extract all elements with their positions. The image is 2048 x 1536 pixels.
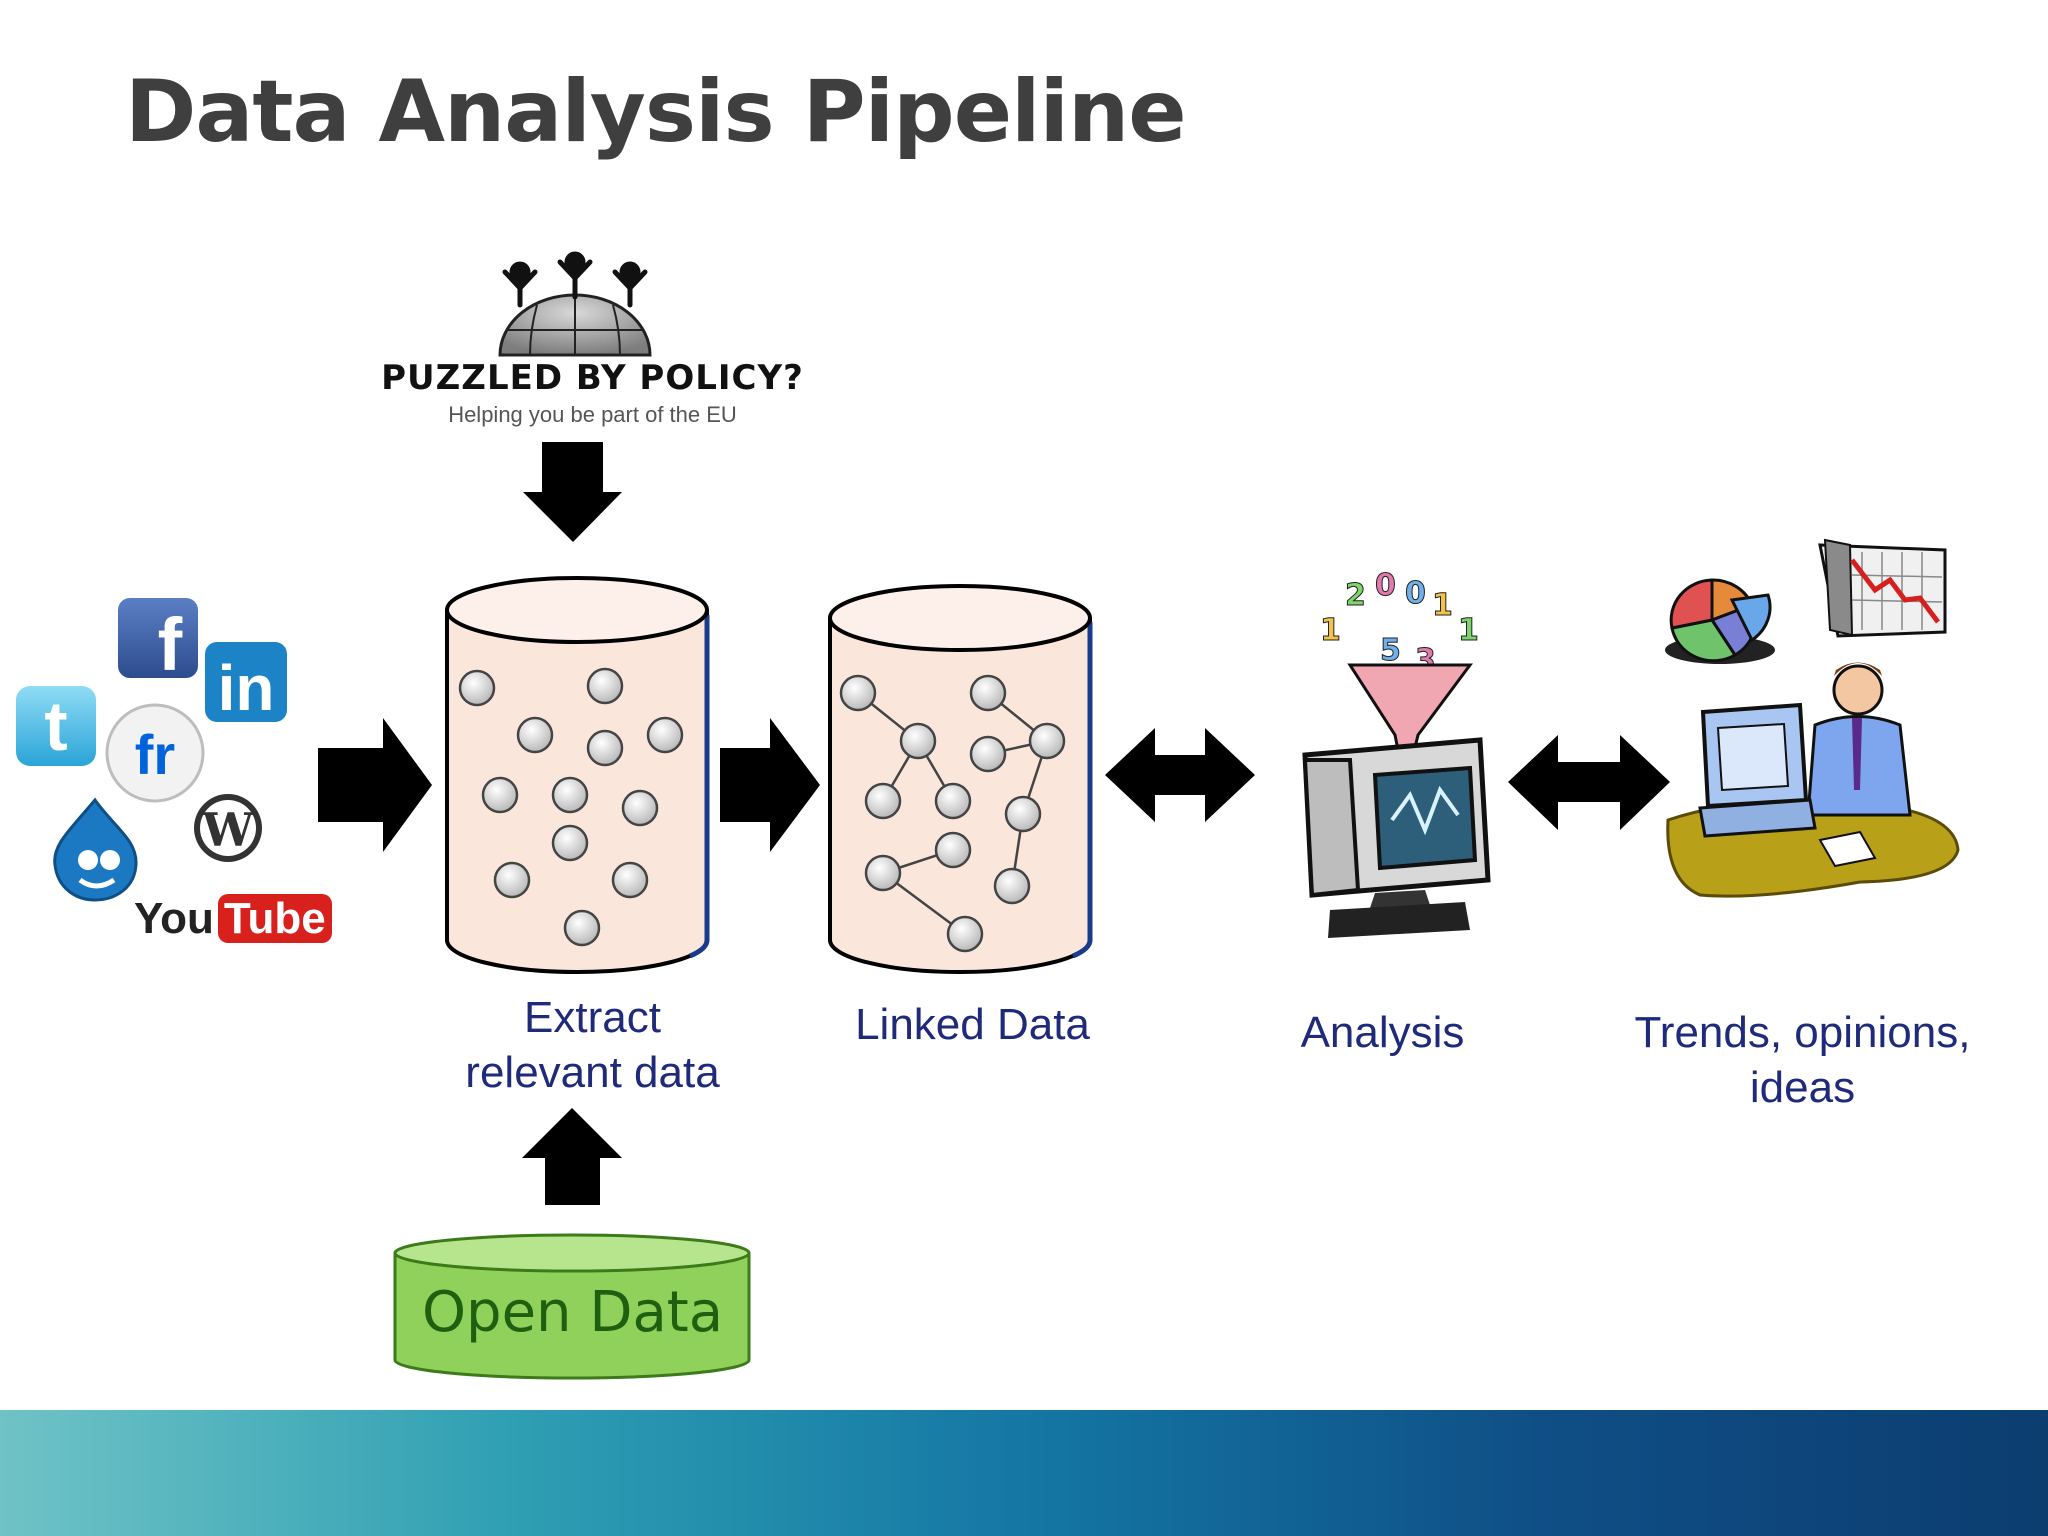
open-data-label: Open Data: [421, 1280, 724, 1345]
analysis-label: Analysis: [1300, 1008, 1465, 1057]
linked-cylinder: [828, 584, 1093, 974]
arrow-right-2: [720, 718, 820, 852]
extract-cylinder: [445, 576, 710, 974]
arrow-double-1: [1105, 728, 1255, 822]
social-icons: f in t fr W: [16, 598, 287, 902]
analysis-computer-icon: 1 2 0 0 1 1 5 3: [1302, 568, 1491, 938]
arrows: [318, 442, 1670, 1205]
line-chart-icon: [1818, 538, 1947, 638]
linkedin-icon: in: [205, 642, 287, 724]
slide-title: Data Analysis Pipeline: [125, 62, 1187, 162]
arrow-up: [522, 1108, 622, 1205]
policy-logo-name: PUZZLED BY POLICY?: [381, 358, 804, 398]
svg-text:0: 0: [1375, 568, 1396, 603]
svg-text:2: 2: [1345, 578, 1366, 613]
footer-band: [0, 1410, 2048, 1536]
wordpress-icon: W: [194, 794, 262, 862]
arrow-right-1: [318, 718, 432, 852]
svg-text:0: 0: [1405, 576, 1426, 611]
svg-text:5: 5: [1380, 633, 1401, 668]
svg-text:1: 1: [1458, 613, 1479, 648]
svg-text:fr: fr: [135, 723, 175, 786]
svg-text:1: 1: [1432, 588, 1453, 623]
person-at-desk-icon: [1666, 662, 1960, 898]
data-nodes: [458, 667, 684, 947]
youtube-tube: Tube: [217, 894, 332, 943]
linked-data-label: Linked Data: [855, 1000, 1090, 1049]
facebook-icon: f: [118, 598, 198, 686]
arrow-down: [523, 442, 622, 542]
policy-logo-graphic: [498, 251, 652, 357]
svg-text:in: in: [218, 652, 275, 724]
pie-chart-icon: [1665, 578, 1775, 664]
open-data-cylinder: [393, 1233, 751, 1380]
flickr-icon: fr: [105, 703, 205, 803]
drupal-icon: [53, 797, 138, 902]
svg-text:W: W: [201, 803, 255, 857]
twitter-icon: t: [16, 686, 96, 766]
link-nodes: [839, 674, 1066, 953]
trends-label: Trends, opinions, ideas: [1634, 1008, 1971, 1112]
arrow-double-2: [1508, 735, 1670, 830]
youtube-you: You: [134, 894, 214, 943]
svg-text:f: f: [158, 603, 183, 686]
policy-logo-tagline: Helping you be part of the EU: [448, 402, 737, 427]
svg-text:1: 1: [1320, 613, 1341, 648]
extract-label: Extract relevant data: [465, 993, 720, 1097]
svg-text:t: t: [44, 687, 67, 765]
